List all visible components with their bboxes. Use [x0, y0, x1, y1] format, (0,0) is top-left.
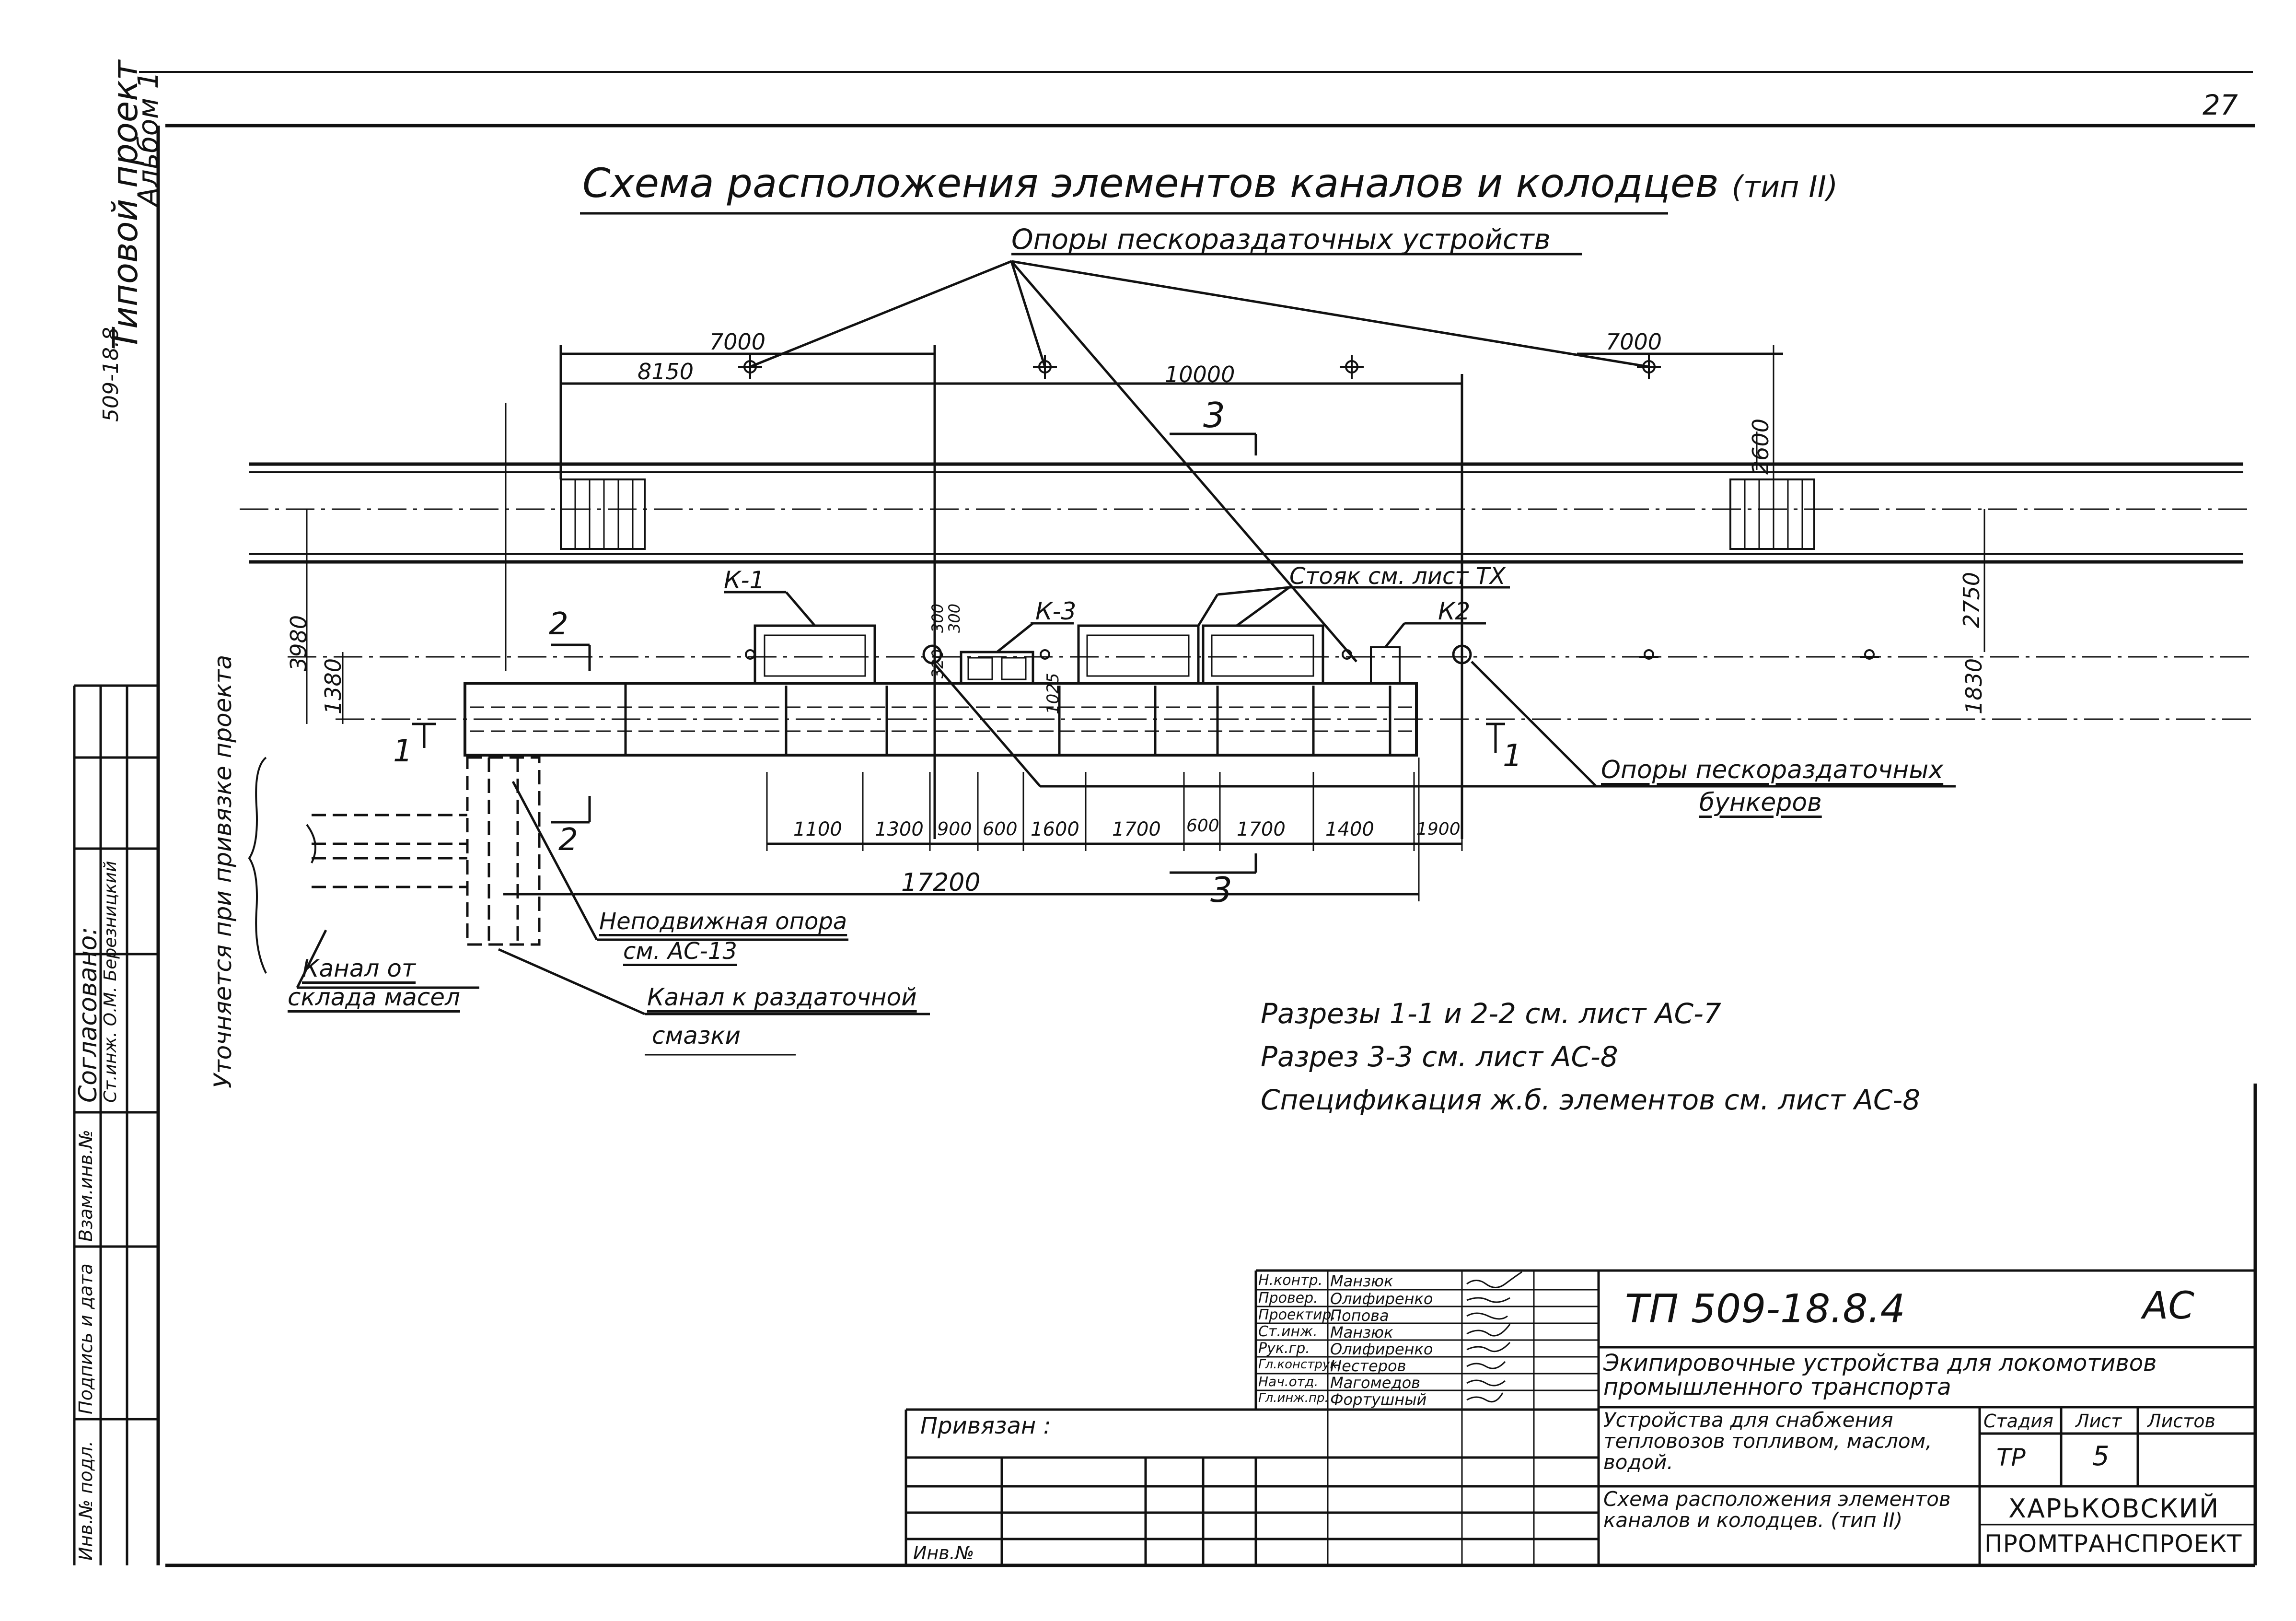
well-label-k2: К2	[1438, 597, 1471, 625]
titleblock-inv-label: Инв.№	[913, 1542, 974, 1563]
label-supports-bunkers-1: Опоры пескораздаточных	[1601, 756, 1944, 784]
dim-bottom-1400: 1400	[1325, 818, 1374, 840]
sheets-label: Листов	[2147, 1411, 2215, 1432]
label-channel-grease-2: смазки	[652, 1022, 741, 1050]
role-n-kontr: Н.контр.	[1258, 1272, 1323, 1289]
name-row-4: Манзюк	[1330, 1323, 1393, 1341]
dim-vertical-300b: 300	[945, 603, 963, 633]
stage-label: Стадия	[1983, 1411, 2053, 1432]
role-gl-konstr: Гл.конструк.	[1258, 1357, 1342, 1372]
dim-bottom-900: 900	[937, 818, 972, 840]
dim-vertical-320: 320	[928, 649, 947, 678]
dim-bottom-1100: 1100	[793, 818, 842, 840]
label-riser: Стояк см. лист ТХ	[1289, 563, 1506, 590]
section-mark-1-right: 1	[1503, 738, 1522, 774]
margin-project-num: 509-18.8	[99, 327, 123, 422]
margin-album: Альбом 1	[132, 71, 164, 206]
dim-vertical-300a: 300	[928, 603, 947, 633]
label-channel-grease-1: Канал к раздаточной	[647, 983, 917, 1011]
section-mark-2-top: 2	[549, 606, 568, 642]
stage-value: ТР	[1996, 1444, 2026, 1471]
label-supports-top: Опоры пескораздаточных устройств	[1011, 223, 1551, 256]
dim-vertical-1830: 1830	[1961, 658, 1987, 714]
sheet-no-value: 5	[2092, 1441, 2110, 1472]
dim-bottom-1700a: 1700	[1112, 818, 1161, 840]
margin-agreed: Согласовано:	[74, 927, 103, 1103]
name-row-5: Олифиренко	[1330, 1340, 1433, 1358]
dim-top-7000-left: 7000	[709, 329, 766, 355]
label-fixed-support-1: Неподвижная опора	[599, 908, 847, 935]
note-sections-1-2: Разрезы 1-1 и 2-2 см. лист АС-7	[1261, 997, 1721, 1030]
org-name-1: ХАРЬКОВСКИЙ	[2008, 1493, 2220, 1524]
dim-bottom-1600: 1600	[1031, 818, 1079, 840]
sheet-number: 27	[2203, 89, 2238, 121]
role-proektir: Проектир.	[1258, 1306, 1336, 1323]
dim-bottom-1900: 1900	[1416, 819, 1461, 839]
label-clarify-at-binding: Уточняется при привязке проекта	[209, 654, 237, 1088]
section-mark-3-top: 3	[1203, 395, 1225, 435]
drawing-title-text: Схема расположения элементов каналов и к…	[582, 160, 1719, 207]
dim-vertical-2750: 2750	[1959, 571, 1984, 628]
dim-top-10000: 10000	[1165, 362, 1235, 387]
section-mark-2-bottom: 2	[558, 822, 578, 858]
dim-vertical-1025: 1025	[1044, 673, 1063, 714]
margin-agreed-row: Ст.инж. О.М. Березницкий	[101, 861, 120, 1103]
sheet-label: Лист	[2076, 1411, 2122, 1432]
label-channel-oil-2: склада масел	[288, 983, 460, 1011]
dim-vertical-2600: 2600	[1748, 418, 1774, 475]
well-label-k3: К-3	[1035, 597, 1077, 625]
note-section-3: Разрез 3-3 см. лист АС-8	[1261, 1040, 1618, 1073]
dim-vertical-1380: 1380	[320, 658, 346, 714]
drawing-title-type: (тип II)	[1731, 169, 1838, 204]
titleblock-code: ТП 509-18.8.4	[1625, 1286, 1905, 1332]
section-mark-1-left: 1	[393, 734, 413, 769]
well-label-k1: К-1	[724, 566, 765, 594]
drawing-title: Схема расположения элементов каналов и к…	[582, 163, 1838, 203]
role-ruk-gr: Рук.гр.	[1258, 1340, 1310, 1357]
name-row-6: Нестеров	[1330, 1357, 1406, 1375]
titleblock-mark: АС	[2143, 1284, 2194, 1328]
role-prover: Провер.	[1258, 1290, 1318, 1306]
label-channel-oil-1: Канал от	[302, 955, 416, 982]
margin-vzam-inv: Взам.инв.№	[75, 1130, 96, 1242]
dim-top-7000-right: 7000	[1606, 329, 1662, 355]
org-name-2: ПРОМТРАНСПРОЕКТ	[1984, 1530, 2242, 1558]
label-supports-bunkers-2: бункеров	[1699, 788, 1822, 817]
margin-signature-date: Подпись и дата	[75, 1263, 96, 1414]
name-row-3: Попова	[1330, 1306, 1389, 1325]
dim-total-17200: 17200	[901, 868, 981, 897]
section-mark-3-bottom: 3	[1210, 870, 1232, 910]
dim-vertical-3980: 3980	[286, 615, 312, 671]
label-fixed-support-2: см. АС-13	[623, 938, 737, 965]
dim-bottom-600: 600	[983, 818, 1018, 840]
name-row-1: Манзюк	[1330, 1272, 1393, 1290]
role-gl-inzh-pr: Гл.инж.пр.	[1258, 1391, 1329, 1405]
dim-bottom-1700b: 1700	[1237, 818, 1286, 840]
titleblock-object-title: Экипировочные устройства для локомотивов…	[1603, 1350, 2157, 1401]
dim-bottom-1300: 1300	[875, 818, 924, 840]
margin-inv-podl: Инв.№ подл.	[75, 1440, 96, 1561]
name-row-7: Магомедов	[1330, 1374, 1420, 1392]
name-row-2: Олифиренко	[1330, 1290, 1433, 1308]
role-st-inzh: Ст.инж.	[1258, 1323, 1318, 1340]
role-nach-otd: Нач.отд.	[1258, 1374, 1319, 1389]
dim-bottom-600b: 600	[1186, 816, 1219, 836]
titleblock-bound-label: Привязан :	[920, 1412, 1051, 1439]
titleblock-sheet-title: Схема расположения элементов каналов и к…	[1603, 1487, 1951, 1532]
note-specification: Спецификация ж.б. элементов см. лист АС-…	[1261, 1084, 1921, 1116]
dim-top-8150: 8150	[638, 359, 694, 385]
titleblock-sub-title: Устройства для снабжения тепловозов топл…	[1603, 1408, 1932, 1474]
name-row-8: Фортушный	[1330, 1390, 1427, 1409]
